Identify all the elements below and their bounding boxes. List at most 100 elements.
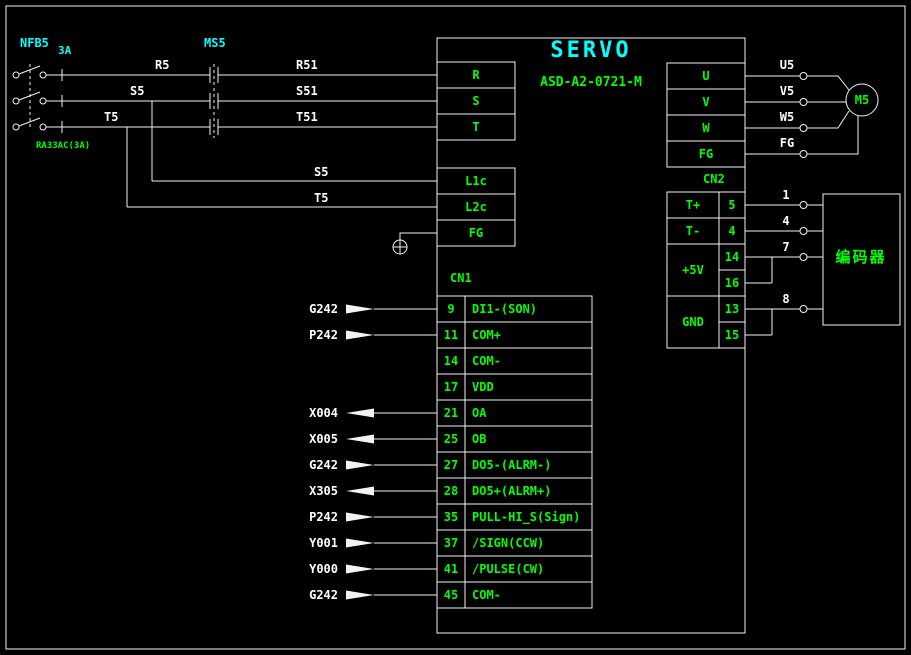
arrow-in-icon <box>346 590 374 600</box>
signal-label-y000: Y000 <box>309 562 338 576</box>
wire-label-v5: V5 <box>779 84 795 98</box>
cn1-desc-17: VDD <box>472 380 494 394</box>
cn2-terminal-tminus: T- <box>685 224 701 238</box>
wire-label-w5: W5 <box>779 110 795 124</box>
cn1-pin-35: 35 <box>443 510 459 524</box>
cn2-terminal-gnd: GND <box>682 315 704 329</box>
cn1-pin-28: 28 <box>443 484 459 498</box>
cn2-pin-4: 4 <box>728 224 736 238</box>
cn1-desc-45: COM- <box>472 588 501 602</box>
terminal-t: T <box>472 120 480 134</box>
encoder-wire-1: 1 <box>782 188 790 202</box>
cn2-terminal-5v: +5V <box>682 263 704 277</box>
wire-label-t51: T51 <box>296 110 318 124</box>
terminal-r: R <box>472 68 480 82</box>
drawing-border <box>5 5 906 650</box>
signal-label-y001: Y001 <box>309 536 338 550</box>
cn2-pin-15: 15 <box>724 328 740 342</box>
arrow-out-icon <box>346 486 374 496</box>
cn1-pin-45: 45 <box>443 588 459 602</box>
cn2-pin-16: 16 <box>724 276 740 290</box>
terminal-s: S <box>472 94 480 108</box>
cn2-pin-14: 14 <box>724 250 740 264</box>
arrow-in-icon <box>346 304 374 314</box>
servo-title: SERVO <box>550 38 632 63</box>
ctrl-terminal-table <box>436 167 516 247</box>
terminal-l2c: L2c <box>465 200 487 214</box>
cn1-table <box>436 295 593 609</box>
breaker-model-label: RA33AC(3A) <box>36 141 91 151</box>
cn1-label: CN1 <box>450 271 472 285</box>
signal-label-x005: X005 <box>309 432 338 446</box>
breaker-icon <box>12 64 63 133</box>
encoder-wire-8: 8 <box>782 292 790 306</box>
encoder-wires <box>745 201 823 336</box>
cn1-pin-9: 9 <box>447 302 455 316</box>
cn1-desc-37: /SIGN(CCW) <box>472 536 545 550</box>
signal-label-x004: X004 <box>309 406 338 420</box>
arrow-in-icon <box>346 538 374 548</box>
wire-label-u5: U5 <box>779 58 795 72</box>
cn1-pin-14: 14 <box>443 354 459 368</box>
cn1-desc-27: DO5-(ALRM-) <box>472 458 552 472</box>
cn1-pin-27: 27 <box>443 458 459 472</box>
breaker-name-label: NFB5 <box>20 36 49 50</box>
cn1-pin-17: 17 <box>443 380 459 394</box>
terminal-w: W <box>702 121 710 135</box>
wire-label-r5: R5 <box>155 58 170 72</box>
wire-label-t5: T5 <box>104 110 119 124</box>
cn1-pin-37: 37 <box>443 536 459 550</box>
terminal-fg: FG <box>468 226 484 240</box>
signal-label-p242-2: P242 <box>309 510 338 524</box>
cn1-desc-14: COM- <box>472 354 501 368</box>
terminal-out-fg: FG <box>698 147 714 161</box>
wire-label-fg: FG <box>779 136 795 150</box>
cn2-pin-13: 13 <box>724 302 740 316</box>
encoder-label: 编码器 <box>835 248 887 266</box>
arrow-in-icon <box>346 460 374 470</box>
signal-label-g242-3: G242 <box>309 588 338 602</box>
cn1-desc-25: OB <box>472 432 487 446</box>
signal-arrow-icons <box>346 304 374 600</box>
arrow-in-icon <box>346 564 374 574</box>
cn1-desc-28: DO5+(ALRM+) <box>472 484 552 498</box>
cn1-desc-21: OA <box>472 406 487 420</box>
arrow-in-icon <box>346 330 374 340</box>
motor-circle <box>845 83 879 117</box>
cn2-pin-5: 5 <box>728 198 736 212</box>
output-terminal-table <box>666 62 746 168</box>
cn1-desc-41: /PULSE(CW) <box>472 562 545 576</box>
cn1-pin-11: 11 <box>443 328 459 342</box>
wire-label-t5-ctrl: T5 <box>314 191 329 205</box>
encoder-box <box>822 193 901 326</box>
cn1-desc-11: COM+ <box>472 328 501 342</box>
cn2-table <box>666 191 746 349</box>
ground-icon <box>392 232 437 255</box>
terminal-l1c: L1c <box>465 174 487 188</box>
wire-label-s5-ctrl: S5 <box>314 165 329 179</box>
terminal-u: U <box>702 69 710 83</box>
signal-label-x305: X305 <box>309 484 338 498</box>
wire-label-r51: R51 <box>296 58 318 72</box>
arrow-in-icon <box>346 512 374 522</box>
motor-wires <box>745 72 859 158</box>
signal-label-p242-1: P242 <box>309 328 338 342</box>
breaker-rating-label: 3A <box>58 44 72 57</box>
terminal-v: V <box>702 95 710 109</box>
power-terminal-table <box>436 61 516 141</box>
cn1-pin-21: 21 <box>443 406 459 420</box>
cn1-pin-25: 25 <box>443 432 459 446</box>
encoder-wire-4: 4 <box>782 214 790 228</box>
encoder-wire-7: 7 <box>782 240 790 254</box>
servo-model: ASD-A2-0721-M <box>540 75 642 90</box>
wire-label-s51: S51 <box>296 84 318 98</box>
cn1-desc-35: PULL-HI_S(Sign) <box>472 510 581 524</box>
arrow-out-icon <box>346 434 374 444</box>
contactor-name-label: MS5 <box>204 36 226 50</box>
signal-label-g242-2: G242 <box>309 458 338 472</box>
cn1-desc-9: DI1-(SON) <box>472 302 538 316</box>
signal-label-g242-1: G242 <box>309 302 338 316</box>
motor-label: M5 <box>854 93 870 107</box>
